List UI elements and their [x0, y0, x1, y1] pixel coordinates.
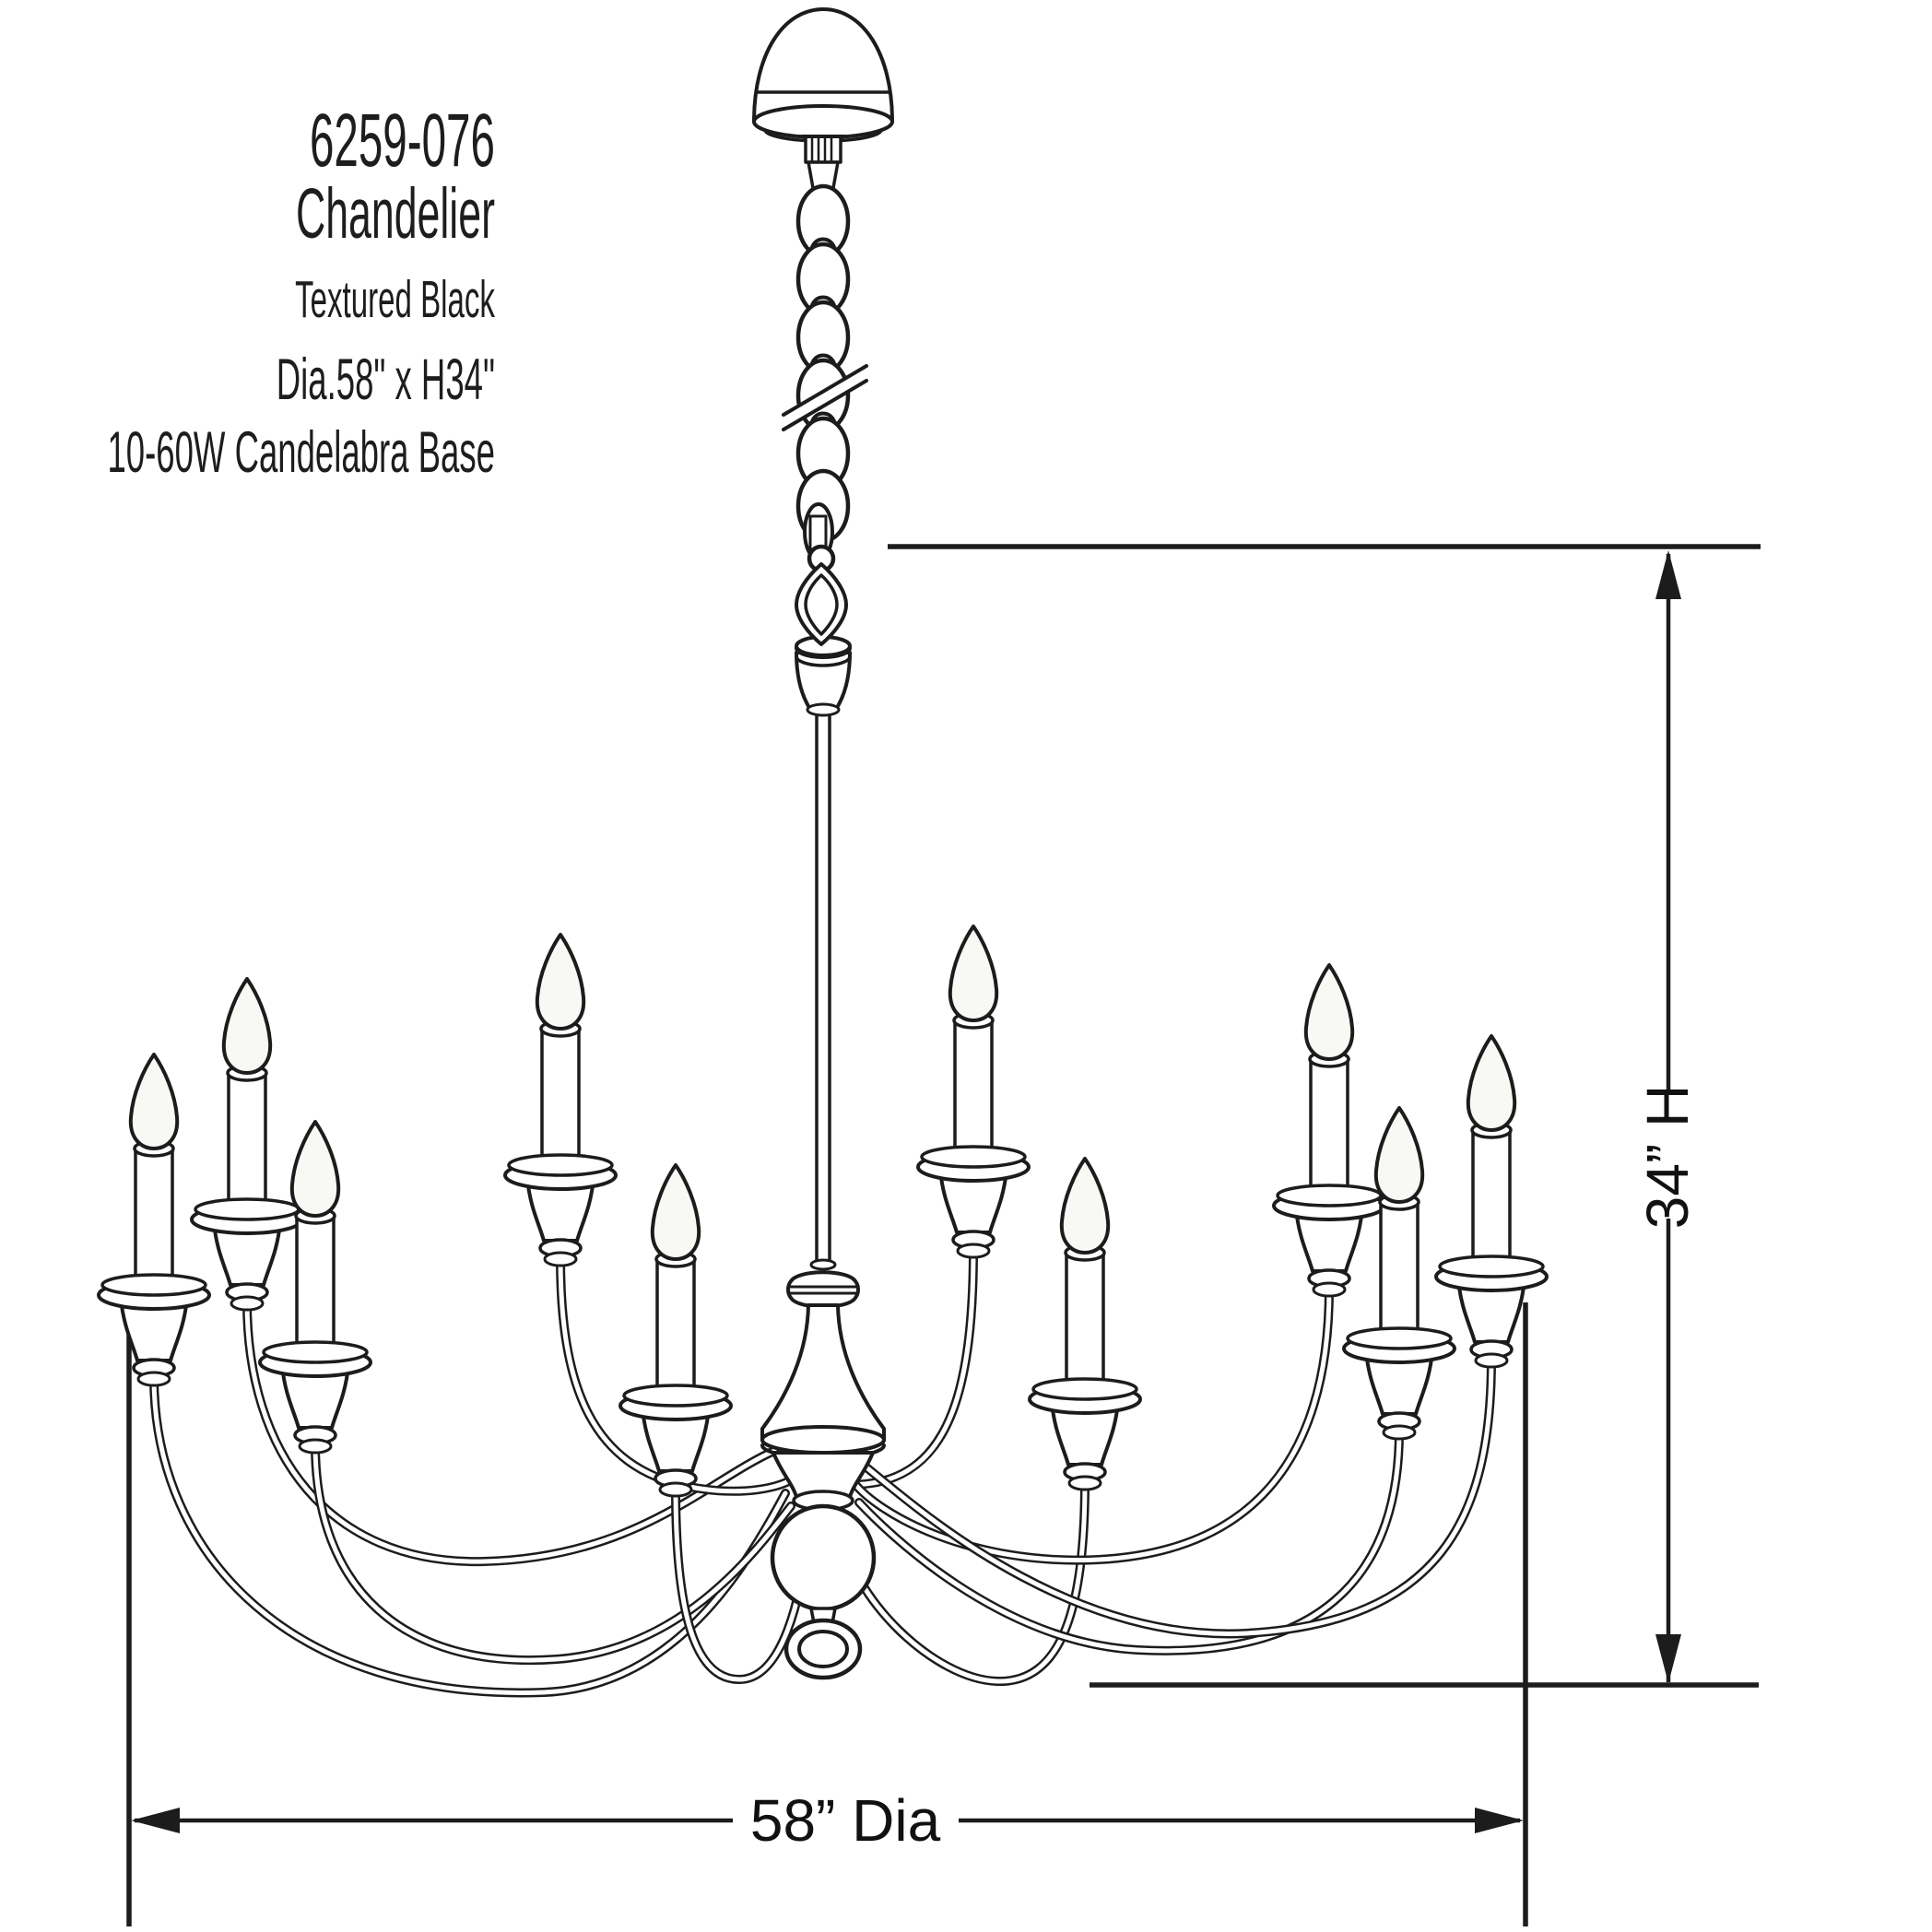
- mounting-nut: [800, 135, 846, 190]
- diameter-dimension-label: 58” Dia: [750, 1787, 941, 1854]
- dimension-annotations: 34” H 58” Dia: [126, 544, 1761, 1926]
- product-size: Dia.58" x H34": [276, 348, 495, 412]
- ceiling-canopy: [752, 7, 894, 143]
- candle-8: [1272, 963, 1386, 1298]
- candle-2: [190, 977, 304, 1312]
- arm-8: [849, 1283, 1334, 1565]
- arm-4: [556, 1253, 801, 1496]
- quick-link: [803, 502, 836, 573]
- candle-4: [503, 933, 618, 1267]
- arm-7: [836, 1477, 1090, 1687]
- chain-break-mark: [779, 364, 871, 431]
- center-ball: [770, 1503, 877, 1612]
- product-name: Chandelier: [296, 174, 495, 253]
- arm-10: [862, 1354, 1496, 1639]
- center-body-trumpet: [760, 1303, 886, 1512]
- arm-9: [854, 1426, 1404, 1655]
- candle-10: [1434, 1034, 1549, 1369]
- center-stem-rod: [815, 712, 831, 1265]
- stem-knob: [786, 1258, 860, 1309]
- hanging-chain: [779, 183, 871, 544]
- chandelier-arms: [149, 1244, 1496, 1698]
- arm-1: [149, 1372, 790, 1698]
- height-dimension-label: 34” H: [1634, 1085, 1701, 1230]
- arm-3: [311, 1440, 795, 1666]
- candle-5: [618, 1163, 733, 1498]
- suspension-assembly: [752, 7, 894, 717]
- candle-6: [916, 925, 1031, 1259]
- product-lamping: 10-60W Candelabra Base: [107, 420, 495, 485]
- candle-7: [1028, 1157, 1142, 1491]
- bottom-ring: [783, 1618, 863, 1680]
- diameter-dimension: 58” Dia: [131, 1787, 1524, 1854]
- hanging-loop: [795, 562, 852, 659]
- loop-socket: [795, 635, 852, 717]
- product-info-block: 6259-076 Chandelier Textured Black Dia.5…: [108, 103, 495, 482]
- candle-3: [258, 1120, 372, 1455]
- center-column: [760, 712, 886, 1680]
- diameter-arrow-right-icon: [1475, 1808, 1524, 1833]
- product-model: 6259-076: [310, 99, 495, 183]
- height-arrow-up-icon: [1655, 550, 1681, 599]
- diameter-arrow-left-icon: [131, 1808, 180, 1833]
- height-arrow-down-icon: [1655, 1634, 1681, 1683]
- height-dimension: 34” H: [1634, 550, 1701, 1683]
- product-finish: Textured Black: [295, 270, 495, 329]
